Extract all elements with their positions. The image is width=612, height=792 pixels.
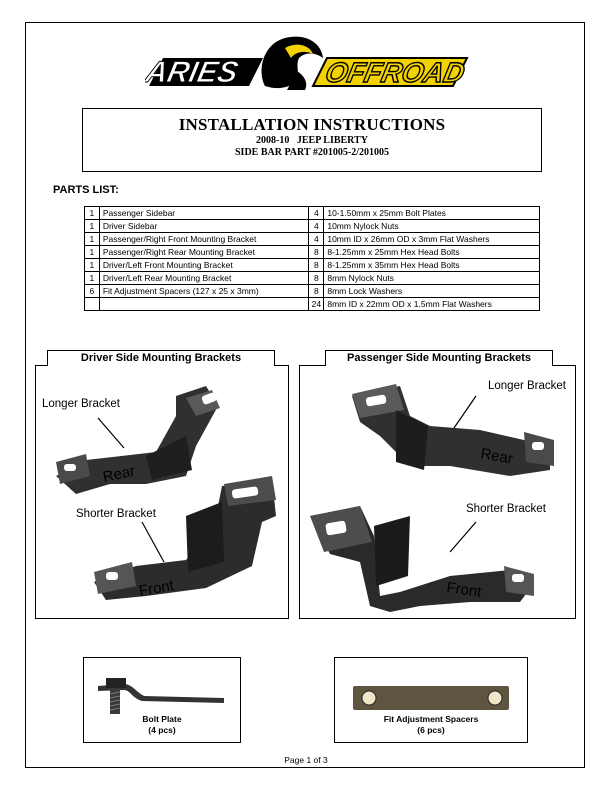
description-cell: 8-1.25mm x 25mm Hex Head Bolts	[323, 245, 540, 259]
quantity-cell: 8	[308, 258, 325, 272]
passenger-longer-label: Longer Bracket	[488, 380, 566, 392]
driver-shorter-label: Shorter Bracket	[76, 508, 156, 520]
spacers-panel: Fit Adjustment Spacers (6 pcs)	[334, 657, 528, 743]
bolt-plate-qty: (4 pcs)	[148, 725, 176, 735]
driver-rear-stamp: Rear	[101, 463, 136, 486]
driver-longer-leader	[97, 417, 125, 449]
bolt-plate-panel: Bolt Plate (4 pcs)	[83, 657, 241, 743]
description-cell: Passenger/Right Front Mounting Bracket	[98, 232, 310, 246]
page-number: Page 1 of 3	[284, 755, 328, 765]
page-title: INSTALLATION INSTRUCTIONS	[178, 115, 446, 134]
part-number: SIDE BAR PART #201005-2/201005	[234, 147, 389, 158]
description-cell: 10mm ID x 26mm OD x 3mm Flat Washers	[323, 232, 540, 246]
driver-shorter-leader	[141, 521, 165, 563]
spacers-qty: (6 pcs)	[417, 725, 445, 735]
description-cell: Fit Adjustment Spacers (127 x 25 x 3mm)	[98, 284, 310, 298]
description-cell	[98, 297, 310, 311]
passenger-shorter-leader	[449, 521, 477, 553]
quantity-cell: 4	[308, 232, 325, 246]
passenger-rear-stamp: Rear	[479, 445, 514, 467]
quantity-cell: 24	[308, 297, 325, 311]
passenger-front-stamp: Front	[445, 579, 483, 601]
quantity-cell: 1	[84, 232, 100, 246]
quantity-cell: 8	[308, 271, 325, 285]
logo-aries-wordmark: ARIES	[145, 56, 263, 89]
bolt-plate-illustration	[98, 678, 224, 714]
quantity-cell: 4	[308, 206, 325, 220]
driver-brackets-illustration: Rear Front	[56, 386, 276, 600]
aries-offroad-logo: ARIES OFFROAD	[145, 36, 469, 90]
quantity-cell	[84, 297, 100, 311]
quantity-cell: 1	[84, 271, 100, 285]
bolt-plate-name: Bolt Plate	[142, 714, 182, 724]
quantity-cell: 8	[308, 284, 325, 298]
driver-panel-title: Driver Side Mounting Brackets	[47, 350, 275, 366]
description-cell: 8mm ID x 22mm OD x 1.5mm Flat Washers	[323, 297, 540, 311]
quantity-cell: 1	[84, 219, 100, 233]
logo-offroad-wordmark: OFFROAD	[311, 56, 469, 89]
description-cell: 8mm Lock Washers	[323, 284, 540, 298]
spacers-name: Fit Adjustment Spacers	[383, 714, 479, 724]
passenger-longer-leader	[453, 395, 477, 429]
passenger-shorter-label: Shorter Bracket	[466, 503, 546, 515]
description-cell: Driver Sidebar	[98, 219, 310, 233]
logo-left-word: ARIES	[145, 56, 241, 89]
quantity-cell: 4	[308, 219, 325, 233]
passenger-panel-title: Passenger Side Mounting Brackets	[325, 350, 553, 366]
parts-list-heading: PARTS LIST:	[53, 184, 119, 196]
quantity-cell: 1	[84, 245, 100, 259]
logo-right-word: OFFROAD	[323, 56, 468, 88]
driver-brackets-panel: Rear Front Longer Bracket Shorter Bracke…	[35, 365, 289, 619]
quantity-cell: 8	[308, 245, 325, 259]
quantity-cell: 1	[84, 206, 100, 220]
description-cell: Driver/Left Front Mounting Bracket	[98, 258, 310, 272]
passenger-front-bracket: Front	[310, 506, 534, 612]
vehicle-subtitle: 2008-10 JEEP LIBERTY	[256, 135, 368, 146]
ram-head-icon	[261, 36, 323, 90]
quantity-cell: 1	[84, 258, 100, 272]
description-cell: 10-1.50mm x 25mm Bolt Plates	[323, 206, 540, 220]
passenger-brackets-panel: Rear Front Longer Bracket Shorter Bracke…	[299, 365, 576, 619]
description-cell: Driver/Left Rear Mounting Bracket	[98, 271, 310, 285]
title-box: INSTALLATION INSTRUCTIONS 2008-10 JEEP L…	[82, 108, 542, 172]
driver-front-stamp: Front	[138, 577, 176, 600]
quantity-cell: 6	[84, 284, 100, 298]
driver-front-bracket: Front	[94, 476, 276, 600]
driver-longer-label: Longer Bracket	[42, 398, 120, 410]
page-border	[25, 22, 585, 768]
description-cell: 8mm Nylock Nuts	[323, 271, 540, 285]
description-cell: Passenger/Right Rear Mounting Bracket	[98, 245, 310, 259]
driver-rear-bracket: Rear	[56, 386, 220, 494]
description-cell: Passenger Sidebar	[98, 206, 310, 220]
spacer-illustration	[353, 686, 509, 710]
description-cell: 8-1.25mm x 35mm Hex Head Bolts	[323, 258, 540, 272]
passenger-rear-bracket: Rear	[352, 384, 554, 476]
description-cell: 10mm Nylock Nuts	[323, 219, 540, 233]
passenger-brackets-illustration: Rear Front	[310, 384, 554, 612]
